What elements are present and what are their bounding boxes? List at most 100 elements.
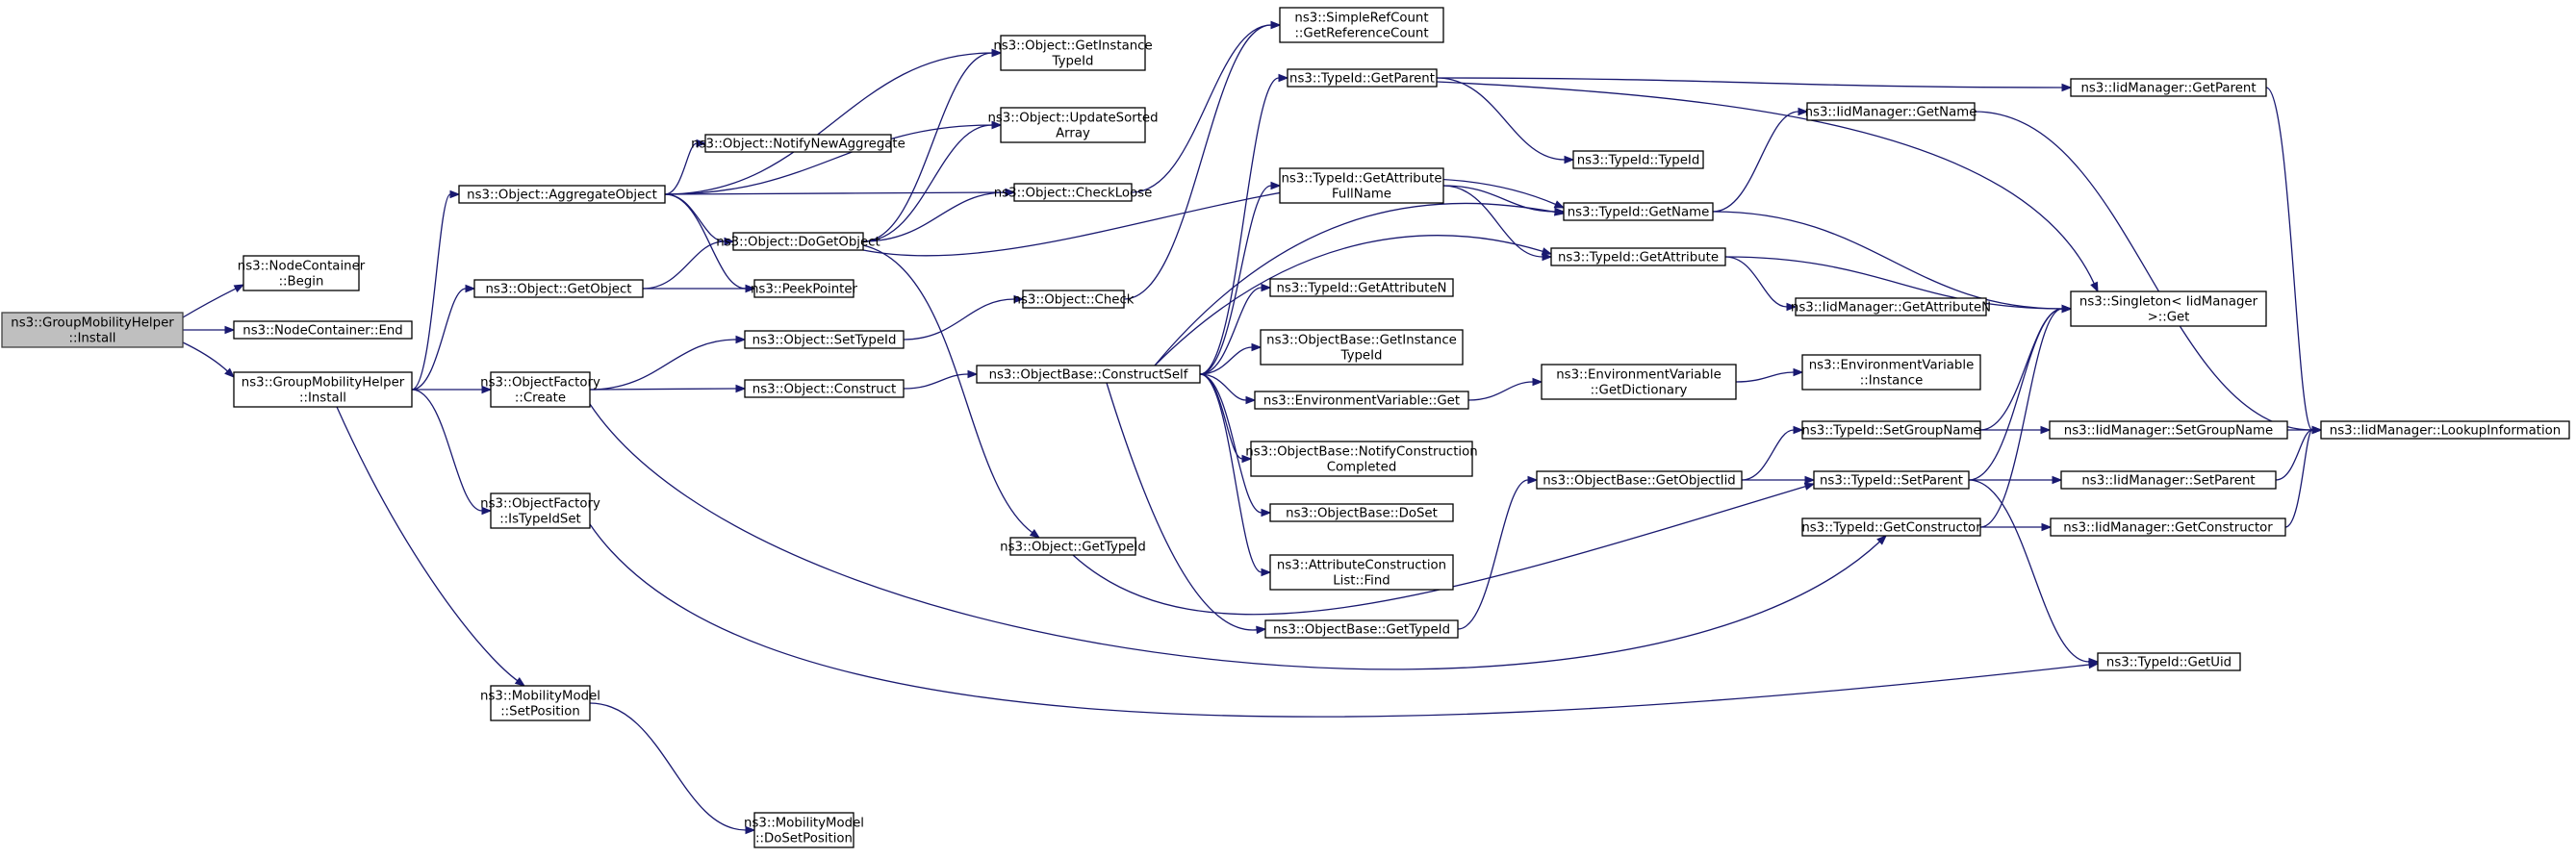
node-box[interactable] <box>1801 354 1981 391</box>
node-box[interactable] <box>1022 290 1125 309</box>
node-mm-setpos[interactable]: ns3::MobilityModel::SetPosition <box>480 685 600 721</box>
node-tid-getname[interactable]: ns3::TypeId::GetName <box>1563 202 1714 221</box>
node-box[interactable] <box>1541 364 1737 400</box>
node-env-get[interactable]: ns3::EnvironmentVariable::Get <box>1254 391 1469 410</box>
node-box[interactable] <box>2070 78 2267 97</box>
node-box[interactable] <box>1254 391 1469 410</box>
node-box[interactable] <box>1550 247 1726 266</box>
node-tid-getattrn[interactable]: ns3::TypeId::GetAttributeN <box>1269 278 1454 297</box>
node-tid-typeid[interactable]: ns3::TypeId::TypeId <box>1572 150 1704 169</box>
node-obj-gettypeid[interactable]: ns3::Object::GetTypeId <box>1000 537 1146 556</box>
node-settypeid[interactable]: ns3::Object::SetTypeId <box>744 330 905 349</box>
node-box[interactable] <box>2070 290 2267 327</box>
node-box[interactable] <box>1269 503 1454 522</box>
node-box[interactable] <box>1813 470 1970 490</box>
node-box[interactable] <box>744 330 905 349</box>
node-box[interactable] <box>1287 68 1438 88</box>
node-box[interactable] <box>233 371 413 408</box>
node-box[interactable] <box>1 312 184 348</box>
node-box[interactable] <box>490 685 591 721</box>
node-iid-lookup[interactable]: ns3::IidManager::LookupInformation <box>2320 420 2570 440</box>
node-box[interactable] <box>1795 297 1987 316</box>
node-checkloose[interactable]: ns3::Object::CheckLoose <box>994 183 1153 202</box>
node-box[interactable] <box>1801 517 1981 537</box>
node-box[interactable] <box>242 255 360 291</box>
edge-arrowhead <box>1542 252 1553 262</box>
node-iid-setgroupname[interactable]: ns3::IidManager::SetGroupName <box>2049 420 2288 440</box>
node-tid-setgroupname[interactable]: ns3::TypeId::SetGroupName <box>1801 420 1981 440</box>
node-box[interactable] <box>976 365 1201 384</box>
node-box[interactable] <box>490 371 591 408</box>
node-box[interactable] <box>1563 202 1714 221</box>
node-box[interactable] <box>490 492 591 529</box>
node-box[interactable] <box>2049 420 2288 440</box>
node-box[interactable] <box>1572 150 1704 169</box>
node-tid-getconstructor[interactable]: ns3::TypeId::GetConstructor <box>1801 517 1981 537</box>
node-notifynew[interactable]: ns3::Object::NotifyNewAggregate <box>691 134 905 153</box>
node-box[interactable] <box>1260 329 1464 366</box>
node-box[interactable] <box>1806 102 1976 121</box>
node-box[interactable] <box>1801 420 1981 440</box>
node-gmh-install[interactable]: ns3::GroupMobilityHelper::Install <box>233 371 413 408</box>
node-box[interactable] <box>233 320 413 340</box>
node-mm-dosetpos[interactable]: ns3::MobilityModel::DoSetPosition <box>744 812 864 848</box>
node-root[interactable]: ns3::GroupMobilityHelper::Install <box>1 312 184 348</box>
node-nc-begin[interactable]: ns3::NodeContainer::Begin <box>238 255 366 291</box>
node-iid-setparent[interactable]: ns3::IidManager::SetParent <box>2060 470 2277 490</box>
node-check[interactable]: ns3::Object::Check <box>1013 290 1135 309</box>
node-env-getdict[interactable]: ns3::EnvironmentVariable::GetDictionary <box>1541 364 1737 400</box>
node-of-istypeidset[interactable]: ns3::ObjectFactory::IsTypeIdSet <box>480 492 600 529</box>
node-box[interactable] <box>1279 167 1444 204</box>
node-dogetobject[interactable]: ns3::Object::DoGetObject <box>716 232 880 251</box>
node-tid-getattribute[interactable]: ns3::TypeId::GetAttribute <box>1550 247 1726 266</box>
node-box[interactable] <box>2050 517 2286 537</box>
node-box[interactable] <box>1009 537 1136 556</box>
node-ob-getobjectiid[interactable]: ns3::ObjectBase::GetObjectIid <box>1536 470 1743 490</box>
node-box[interactable] <box>1536 470 1743 490</box>
node-getobject[interactable]: ns3::Object::GetObject <box>473 279 644 298</box>
node-box[interactable] <box>473 279 644 298</box>
node-tid-getuid[interactable]: ns3::TypeId::GetUid <box>2097 652 2241 671</box>
node-box[interactable] <box>2097 652 2241 671</box>
node-peekpointer[interactable]: ns3::PeekPointer <box>751 279 858 298</box>
node-iid-getconstructor[interactable]: ns3::IidManager::GetConstructor <box>2050 517 2286 537</box>
node-box[interactable] <box>1279 7 1444 43</box>
node-box[interactable] <box>458 185 666 204</box>
node-iid-getparent[interactable]: ns3::IidManager::GetParent <box>2070 78 2267 97</box>
node-box[interactable] <box>1264 619 1459 639</box>
node-singleton-get[interactable]: ns3::Singleton< IidManager >::Get <box>2070 290 2267 327</box>
node-label: ::GetReferenceCount <box>1294 27 1428 41</box>
node-box[interactable] <box>753 812 854 848</box>
node-of-create[interactable]: ns3::ObjectFactory::Create <box>480 371 600 408</box>
node-box[interactable] <box>744 379 905 398</box>
node-tid-getparent[interactable]: ns3::TypeId::GetParent <box>1287 68 1438 88</box>
node-box[interactable] <box>2320 420 2570 440</box>
node-nc-end[interactable]: ns3::NodeContainer::End <box>233 320 413 340</box>
node-env-instance[interactable]: ns3::EnvironmentVariable::Instance <box>1801 354 1981 391</box>
node-box[interactable] <box>2060 470 2277 490</box>
node-ob-gettypeid[interactable]: ns3::ObjectBase::GetTypeId <box>1264 619 1459 639</box>
node-iid-getname[interactable]: ns3::IidManager::GetName <box>1805 102 1977 121</box>
node-box[interactable] <box>1269 554 1454 591</box>
node-box[interactable] <box>704 134 892 153</box>
node-box[interactable] <box>1269 278 1454 297</box>
node-ob-doset[interactable]: ns3::ObjectBase::DoSet <box>1269 503 1454 522</box>
node-constructself[interactable]: ns3::ObjectBase::ConstructSelf <box>976 365 1201 384</box>
node-box[interactable] <box>1250 441 1473 477</box>
node-box[interactable] <box>732 232 864 251</box>
node-construct[interactable]: ns3::Object::Construct <box>744 379 905 398</box>
node-ob-notifyconstruction[interactable]: ns3::ObjectBase::NotifyConstructionCompl… <box>1245 441 1478 477</box>
node-box[interactable] <box>1000 35 1146 71</box>
node-aggregate[interactable]: ns3::Object::AggregateObject <box>458 185 666 204</box>
node-iid-getattrn[interactable]: ns3::IidManager::GetAttributeN <box>1791 297 1991 316</box>
node-simplerefcount[interactable]: ns3::SimpleRefCount::GetReferenceCount <box>1279 7 1444 43</box>
node-box[interactable] <box>1000 107 1146 143</box>
node-box[interactable] <box>753 279 854 298</box>
node-box[interactable] <box>1013 183 1133 202</box>
node-tid-setparent[interactable]: ns3::TypeId::SetParent <box>1813 470 1970 490</box>
